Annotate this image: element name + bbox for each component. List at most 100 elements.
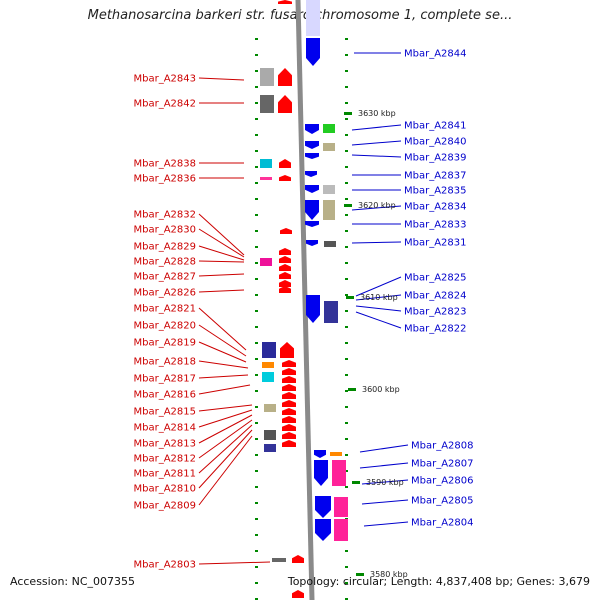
forward-gene-label[interactable]: Mbar_A2808 bbox=[411, 441, 474, 452]
tick-mark bbox=[345, 182, 348, 184]
reverse-gene-label[interactable]: Mbar_A2817 bbox=[133, 374, 196, 385]
tick-mark bbox=[255, 134, 258, 136]
tick-mark bbox=[345, 70, 348, 72]
reverse-gene-arrow bbox=[292, 590, 304, 598]
gene-box bbox=[262, 372, 274, 382]
reverse-gene-leader bbox=[198, 429, 253, 489]
gene-box bbox=[264, 404, 276, 412]
reverse-gene-label[interactable]: Mbar_A2809 bbox=[133, 501, 196, 512]
forward-gene-label[interactable]: Mbar_A2807 bbox=[411, 459, 474, 470]
reverse-gene-leader bbox=[198, 324, 247, 357]
reverse-gene-arrow bbox=[279, 175, 291, 181]
forward-gene-label[interactable]: Mbar_A2804 bbox=[411, 518, 474, 529]
tick-mark bbox=[255, 566, 258, 568]
reverse-gene-label[interactable]: Mbar_A2830 bbox=[133, 225, 196, 236]
forward-gene-label[interactable]: Mbar_A2840 bbox=[404, 137, 467, 148]
reverse-gene-leader bbox=[198, 360, 249, 369]
gene-box bbox=[260, 177, 272, 180]
reverse-gene-label[interactable]: Mbar_A2815 bbox=[133, 407, 196, 418]
reverse-gene-arrow bbox=[280, 342, 294, 358]
reverse-gene-label[interactable]: Mbar_A2826 bbox=[133, 288, 196, 299]
forward-gene-arrow bbox=[306, 240, 318, 246]
reverse-gene-leader bbox=[198, 307, 247, 351]
forward-gene-label[interactable]: Mbar_A2834 bbox=[404, 202, 467, 213]
kbp-tick bbox=[356, 573, 364, 576]
tick-mark bbox=[255, 38, 258, 40]
forward-gene-label[interactable]: Mbar_A2825 bbox=[404, 273, 467, 284]
gene-box bbox=[334, 519, 348, 541]
forward-gene-leader bbox=[363, 521, 409, 527]
reverse-gene-label[interactable]: Mbar_A2812 bbox=[133, 454, 196, 465]
reverse-gene-leader bbox=[198, 374, 249, 379]
kbp-label: 3630 kbp bbox=[358, 109, 396, 118]
summary-text: Topology: circular; Length: 4,837,408 bp… bbox=[287, 575, 590, 588]
reverse-gene-arrow bbox=[282, 360, 296, 367]
reverse-gene-label[interactable]: Mbar_A2816 bbox=[133, 390, 196, 401]
forward-gene-label[interactable]: Mbar_A2806 bbox=[411, 476, 474, 487]
forward-gene-leader bbox=[355, 311, 402, 329]
reverse-gene-label[interactable]: Mbar_A2828 bbox=[133, 257, 196, 268]
forward-gene-arrow bbox=[315, 519, 331, 541]
tick-mark bbox=[255, 70, 258, 72]
tick-mark bbox=[345, 582, 348, 584]
reverse-gene-label[interactable]: Mbar_A2836 bbox=[133, 174, 196, 185]
forward-gene-leaders: Mbar_A2844Mbar_A2841Mbar_A2840Mbar_A2839… bbox=[351, 49, 474, 529]
forward-gene-label[interactable]: Mbar_A2841 bbox=[404, 121, 467, 132]
gene-box bbox=[323, 200, 335, 220]
reverse-gene-arrow bbox=[279, 248, 291, 255]
forward-gene-label[interactable]: Mbar_A2822 bbox=[404, 324, 467, 335]
forward-gene-label[interactable]: Mbar_A2824 bbox=[404, 291, 467, 302]
forward-gene-label[interactable]: Mbar_A2823 bbox=[404, 307, 467, 318]
forward-gene-label[interactable]: Mbar_A2844 bbox=[404, 49, 467, 60]
forward-gene-label[interactable]: Mbar_A2831 bbox=[404, 238, 467, 249]
reverse-gene-label[interactable]: Mbar_A2829 bbox=[133, 242, 196, 253]
reverse-gene-label[interactable]: Mbar_A2832 bbox=[133, 210, 196, 221]
tick-mark bbox=[345, 358, 348, 360]
reverse-gene-arrow bbox=[282, 440, 296, 447]
reverse-gene-label[interactable]: Mbar_A2821 bbox=[133, 304, 196, 315]
reverse-gene-label[interactable]: Mbar_A2814 bbox=[133, 423, 196, 434]
forward-gene-arrow bbox=[305, 171, 317, 177]
forward-gene-label[interactable]: Mbar_A2839 bbox=[404, 153, 467, 164]
forward-gene-arrow bbox=[305, 153, 319, 159]
tick-mark bbox=[345, 118, 348, 120]
tick-mark bbox=[345, 598, 348, 600]
reverse-gene-label[interactable]: Mbar_A2813 bbox=[133, 439, 196, 450]
reverse-gene-arrow bbox=[282, 416, 296, 423]
tick-mark bbox=[345, 470, 348, 472]
tick-mark bbox=[255, 342, 258, 344]
gene-box bbox=[262, 362, 274, 368]
forward-gene-arrow bbox=[314, 460, 328, 486]
forward-gene-label[interactable]: Mbar_A2805 bbox=[411, 496, 474, 507]
reverse-gene-leader bbox=[198, 228, 245, 258]
forward-gene-label[interactable]: Mbar_A2835 bbox=[404, 186, 467, 197]
reverse-gene-label[interactable]: Mbar_A2811 bbox=[133, 469, 196, 480]
gene-box bbox=[334, 497, 348, 517]
reverse-gene-label[interactable]: Mbar_A2843 bbox=[133, 74, 196, 85]
reverse-gene-label[interactable]: Mbar_A2842 bbox=[133, 99, 196, 110]
reverse-gene-arrow bbox=[282, 432, 296, 439]
reverse-gene-arrow bbox=[292, 555, 304, 563]
reverse-gene-label[interactable]: Mbar_A2819 bbox=[133, 338, 196, 349]
reverse-gene-label[interactable]: Mbar_A2827 bbox=[133, 272, 196, 283]
reverse-gene-label[interactable]: Mbar_A2818 bbox=[133, 357, 196, 368]
tick-mark bbox=[255, 214, 258, 216]
tick-mark bbox=[255, 310, 258, 312]
tick-mark bbox=[255, 470, 258, 472]
forward-gene-arrow bbox=[306, 38, 320, 66]
tick-mark bbox=[345, 406, 348, 408]
reverse-gene-arrow bbox=[278, 0, 292, 4]
reverse-gene-label[interactable]: Mbar_A2820 bbox=[133, 321, 196, 332]
reverse-gene-label[interactable]: Mbar_A2803 bbox=[133, 560, 196, 571]
forward-gene-label[interactable]: Mbar_A2837 bbox=[404, 171, 467, 182]
tick-mark bbox=[255, 262, 258, 264]
reverse-gene-label[interactable]: Mbar_A2810 bbox=[133, 484, 196, 495]
forward-gene-leader bbox=[355, 276, 402, 297]
kbp-tick bbox=[344, 204, 352, 207]
forward-gene-label[interactable]: Mbar_A2833 bbox=[404, 220, 467, 231]
gene-box bbox=[332, 460, 346, 486]
reverse-gene-arrow bbox=[279, 280, 291, 287]
reverse-gene-label[interactable]: Mbar_A2838 bbox=[133, 159, 196, 170]
forward-gene-leader bbox=[359, 462, 409, 469]
